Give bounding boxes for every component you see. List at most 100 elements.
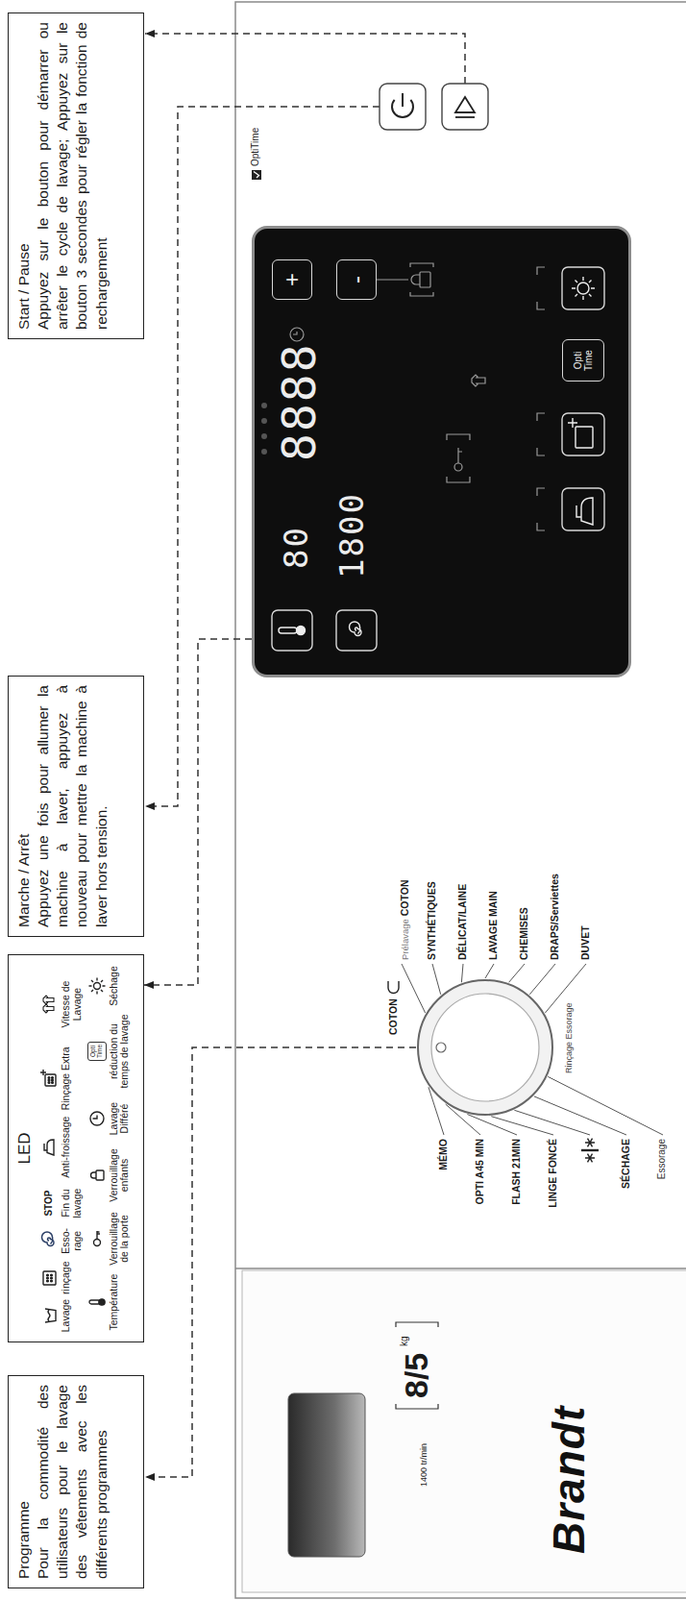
dry-icon-part bbox=[93, 982, 100, 990]
display-indicators-part bbox=[261, 448, 268, 455]
led-row: Température Verrouillage de la porte Ver… bbox=[87, 963, 132, 1333]
program-label: COTON bbox=[398, 879, 411, 916]
callout-box: Marche / ArrêtAppuyez une fois pour allu… bbox=[7, 675, 145, 937]
display-indicators-part bbox=[446, 434, 470, 483]
program-label: FLASH 21MIN bbox=[510, 1138, 522, 1205]
capacity-unit: kg bbox=[398, 1335, 411, 1347]
led-item: STOP Fin du lavage bbox=[39, 1182, 84, 1224]
dial-leader-lines-part bbox=[534, 1096, 627, 1135]
dial-leader-lines-part bbox=[509, 963, 525, 982]
display-indicators bbox=[261, 263, 545, 531]
led-item: Séchage bbox=[87, 963, 121, 1008]
callout-text: Appuyez sur le bouton pour démarrer ou a… bbox=[33, 22, 112, 330]
program-label: CHEMISES bbox=[517, 906, 530, 960]
led-label: Lavage Différé bbox=[108, 1094, 132, 1143]
program-dial-part bbox=[436, 1042, 446, 1053]
dial-leader-lines-part bbox=[461, 963, 464, 982]
led-item: Verrouillage de la porte bbox=[87, 1207, 132, 1270]
delay-icon-part bbox=[92, 1115, 98, 1120]
led-legend: Lavage rinçage Esso- rage STOP Fin du la… bbox=[39, 963, 131, 1333]
display-buttons-part bbox=[562, 488, 605, 531]
spin-icon bbox=[39, 1230, 59, 1250]
door-lock-icon-part bbox=[97, 1230, 100, 1240]
wash-icon-part bbox=[45, 1308, 56, 1323]
display-indicators-part bbox=[376, 278, 409, 280]
extra-rinse-icon-part bbox=[51, 1081, 54, 1084]
led-item: Esso- rage bbox=[39, 1224, 84, 1257]
extra-rinse-icon-part bbox=[48, 1078, 50, 1081]
start-pause-button-part bbox=[455, 116, 475, 119]
machine-frame-part bbox=[235, 1, 686, 1598]
speed-icon-part bbox=[43, 995, 54, 1005]
button-label: - bbox=[344, 275, 368, 284]
program-label-group: PrélavageCOTON bbox=[394, 879, 413, 960]
rinse-icon-part bbox=[47, 1279, 49, 1282]
program-dial-part bbox=[417, 980, 553, 1115]
program-label: DUVET bbox=[579, 925, 591, 960]
power-button-part bbox=[379, 83, 426, 130]
led-label: rinçage bbox=[60, 1260, 73, 1294]
optitime-logo: OptiTime bbox=[249, 127, 262, 167]
dial-arc-label: Rinçage Essorage bbox=[563, 1002, 574, 1074]
optitime-button: Opti Time bbox=[562, 339, 605, 382]
display-indicators-part bbox=[454, 463, 463, 471]
delay-icon bbox=[87, 1108, 107, 1128]
led-item: Anti-froissage bbox=[39, 1112, 73, 1182]
callout-heading: LED bbox=[14, 963, 36, 1333]
callout-box: ProgrammePour la commodité des utilisate… bbox=[7, 1374, 145, 1589]
display-buttons-part bbox=[562, 267, 605, 310]
callout-heading: Marche / Arrêt bbox=[14, 685, 34, 928]
dial-leader-lines-part bbox=[466, 1114, 517, 1136]
dashed-leader-arrows-part bbox=[145, 1047, 417, 1477]
extra-rinse-icon bbox=[39, 1068, 59, 1088]
display-buttons-part bbox=[576, 497, 593, 525]
extra-rinse-icon-part bbox=[48, 1077, 50, 1079]
brand-logo: Brandt bbox=[543, 1405, 595, 1554]
seven-segment-readout: 1800 bbox=[335, 491, 368, 579]
anti-crease-icon-part bbox=[44, 1143, 48, 1151]
detergent-drawer-part bbox=[288, 1393, 366, 1557]
detergent-drawer bbox=[288, 1322, 439, 1557]
dial-leader-lines-part bbox=[445, 1103, 481, 1135]
display-indicators-part bbox=[458, 447, 463, 464]
speed-icon bbox=[39, 994, 59, 1014]
callout-text: Pour la commodité des utilisateurs pour … bbox=[33, 1384, 112, 1579]
temperature-icon bbox=[87, 1292, 107, 1312]
door-lock-icon bbox=[87, 1228, 107, 1249]
led-label: Verrouillage enfants bbox=[108, 1144, 132, 1206]
display-indicators-part bbox=[537, 267, 545, 531]
optitime-check-part bbox=[251, 170, 262, 180]
led-item: Température bbox=[87, 1271, 121, 1333]
led-label: Séchage bbox=[108, 965, 121, 1005]
optitime-icon-text: Opti Time bbox=[87, 1041, 107, 1061]
program-label: DÉLICAT/LAINE bbox=[456, 883, 468, 960]
program-dial-part bbox=[388, 980, 399, 994]
display-indicators-part bbox=[293, 331, 297, 335]
display-buttons-part bbox=[571, 276, 595, 300]
dashed-connector bbox=[144, 638, 252, 985]
stop-icon-text: STOP bbox=[39, 1190, 59, 1217]
button-label: Opti Time bbox=[572, 347, 594, 373]
delay-icon-part bbox=[90, 1111, 104, 1126]
program-label: OPTI A45 MIN bbox=[473, 1138, 486, 1204]
extra-rinse-icon-part bbox=[51, 1078, 54, 1081]
optitime-check bbox=[251, 170, 262, 180]
door-lock-icon-part bbox=[93, 1239, 100, 1247]
machine-frame-part bbox=[242, 1270, 686, 1593]
led-item: Opti Time réduction du temps de lavage bbox=[87, 1009, 132, 1093]
dashed-leader-arrows-part bbox=[145, 33, 466, 84]
spin-speed: 1400 tr/min bbox=[418, 1443, 429, 1487]
display-buttons-part bbox=[567, 417, 578, 428]
display-indicators-part bbox=[419, 271, 431, 288]
start-pause-button-part bbox=[441, 83, 489, 130]
dial-leader-lines-part bbox=[401, 963, 426, 1013]
anti-crease-icon-part bbox=[47, 1139, 54, 1155]
program-label: SÉCHAGE bbox=[619, 1138, 632, 1189]
display-indicators-part bbox=[290, 327, 304, 342]
rinse-icon-part bbox=[50, 1279, 53, 1282]
led-callout-box: LED Lavage rinçage Esso- rage STOP Fin d… bbox=[7, 954, 145, 1343]
extra-rinse-icon-part bbox=[51, 1077, 54, 1079]
dial-leader-lines-part bbox=[514, 1109, 590, 1135]
speed-icon-part bbox=[43, 1004, 54, 1013]
